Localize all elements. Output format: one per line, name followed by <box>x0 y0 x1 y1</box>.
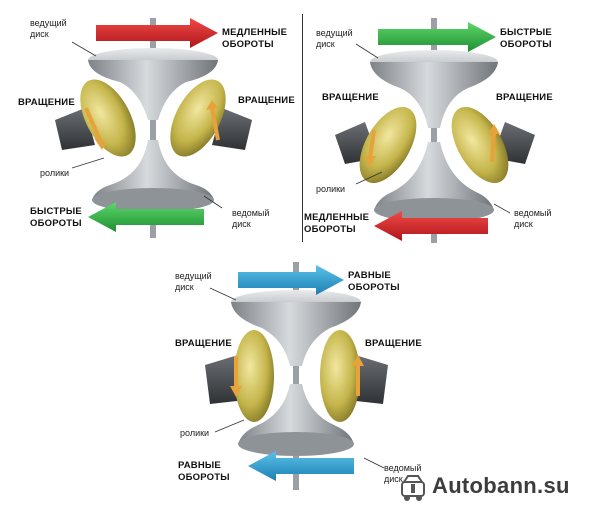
panel-2-rotation-right-label: ВРАЩЕНИЕ <box>496 92 553 103</box>
panel-2-rotation-left-label: ВРАЩЕНИЕ <box>322 92 379 103</box>
panel-3-rollers-label: ролики <box>180 428 210 438</box>
panel-1-mechanism <box>55 18 252 238</box>
right-roller <box>320 330 360 422</box>
left-roller <box>359 107 417 183</box>
watermark-text: Autobann.su <box>432 473 570 498</box>
panel-1-rotation-right-label: ВРАЩЕНИЕ <box>238 95 295 106</box>
driven-disk-bottom <box>238 432 354 456</box>
right-roller <box>170 79 226 157</box>
leading-disk-cone <box>88 60 218 120</box>
panel-1-bottom-speed-label: БЫСТРЫЕ ОБОРОТЫ <box>30 206 82 229</box>
divider-line <box>302 14 303 242</box>
panel-1-driven-disk-label: ведомый диск <box>232 208 270 229</box>
top-speed-arrow <box>238 265 344 295</box>
shaft <box>293 262 299 490</box>
panel-1-leading-disk-label: ведущий диск <box>30 18 67 39</box>
car-service-logo-icon <box>401 475 425 501</box>
panel-2-top-speed-label: БЫСТРЫЕ ОБОРОТЫ <box>500 27 552 50</box>
driven-disk-cone <box>238 384 354 444</box>
bottom-speed-arrow <box>88 202 204 232</box>
left-rotation-arrow <box>84 107 102 141</box>
bottom-speed-arrow <box>374 211 488 241</box>
driven-disk-bottom <box>92 188 214 212</box>
right-rotation-arrow <box>490 131 496 163</box>
panel-3-rotation-left-label: ВРАЩЕНИЕ <box>175 338 232 349</box>
panel-3-driven-disk-label: ведомый диск <box>384 463 422 484</box>
bottom-speed-arrow <box>248 451 354 481</box>
leader-lines <box>71 41 511 469</box>
driven-disk-cone <box>92 140 214 200</box>
left-rotation-arrow <box>368 129 376 159</box>
driven-disk-bottom <box>374 198 494 222</box>
panel-2-mechanism <box>335 18 535 243</box>
panel-2-driven-disk-label: ведомый диск <box>514 208 552 229</box>
shaft <box>431 18 437 243</box>
driven-disk-cone <box>374 142 494 210</box>
shaft <box>150 18 156 238</box>
panel-1-rotation-left-label: ВРАЩЕНИЕ <box>18 97 75 108</box>
left-roller <box>234 330 274 422</box>
panel-1-top-speed-label: МЕДЛЕННЫЕ ОБОРОТЫ <box>222 27 288 50</box>
leading-disk-cone <box>231 302 361 366</box>
panel-2-leading-disk-label: ведущий диск <box>316 28 353 49</box>
right-roller <box>451 107 509 183</box>
panel-3-bottom-speed-label: РАВНЫЕ ОБОРОТЫ <box>178 460 230 483</box>
panel-2-bottom-speed-label: МЕДЛЕННЫЕ ОБОРОТЫ <box>304 212 370 235</box>
right-rotation-arrow <box>210 107 220 141</box>
top-speed-arrow <box>378 22 496 52</box>
panel-3-top-speed-label: РАВНЫЕ ОБОРОТЫ <box>348 270 400 293</box>
panel-3-mechanism <box>205 262 388 490</box>
leading-disk-cone <box>370 62 498 128</box>
panel-1-rollers-label: ролики <box>40 168 70 178</box>
panel-3-leading-disk-label: ведущий диск <box>175 271 212 292</box>
top-speed-arrow <box>96 18 218 48</box>
left-roller <box>80 79 136 157</box>
panel-2-rollers-label: ролики <box>316 184 346 194</box>
panel-3-rotation-right-label: ВРАЩЕНИЕ <box>365 338 422 349</box>
right-bracket <box>212 108 252 150</box>
